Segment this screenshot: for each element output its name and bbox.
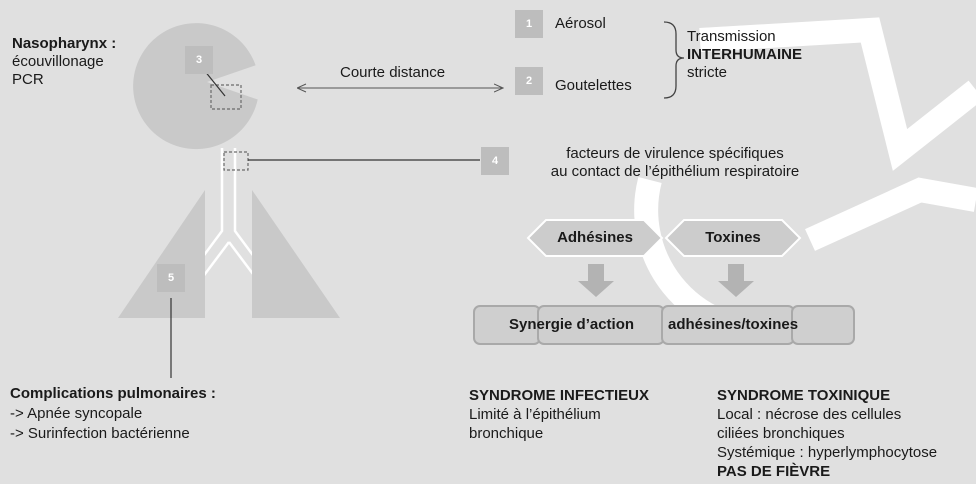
virulence-line-2: au contact de l’épithélium respiratoire — [550, 163, 800, 180]
transmission-brace — [663, 21, 685, 99]
trachea-outline — [194, 148, 263, 279]
transmission-label-line-3: stricte — [687, 64, 728, 81]
right-lung-shape — [252, 190, 340, 318]
toxines-hexagon — [664, 219, 802, 257]
syndrome-infectieux-title: SYNDROME INFECTIEUX — [469, 387, 650, 404]
syndrome-toxinique-title: SYNDROME TOXINIQUE — [717, 387, 891, 404]
nasopharynx-zone-dashed — [210, 84, 242, 110]
synergy-label-left: Synergie d’action — [509, 316, 635, 333]
synergy-label-right: adhésines/toxines — [668, 316, 799, 333]
syndrome-toxinique-line-1: Local : nécrose des cellules — [717, 406, 902, 423]
right-bronchus-inner — [228, 241, 257, 279]
complications-item-1: -> Apnée syncopale — [10, 405, 143, 422]
transmission-label-line-2: INTERHUMAINE — [687, 46, 802, 63]
adhesines-down-arrow — [578, 264, 614, 297]
synergy-pill-edge-right — [791, 305, 855, 345]
nasopharynx-line-2: PCR — [12, 71, 44, 88]
complications-item-2: -> Surinfection bactérienne — [10, 425, 190, 442]
syndrome-toxinique-line-2: ciliées bronchiques — [717, 425, 845, 442]
adhesines-label: Adhésines — [557, 229, 633, 246]
aerosol-label: Aérosol — [555, 15, 606, 32]
synergy-pill-edge-left — [473, 305, 541, 345]
number-badge-4: 4 — [481, 147, 509, 175]
virulence-line-1: facteurs de virulence spécifiques — [566, 145, 784, 162]
watermark-m-strokes — [699, 17, 976, 171]
left-bronchus-inner — [201, 241, 230, 279]
number-badge-5: 5 — [157, 264, 185, 292]
adhesines-hexagon — [526, 219, 664, 257]
nasopharynx-title: Nasopharynx : — [12, 35, 117, 52]
complications-title: Complications pulmonaires : — [10, 385, 216, 402]
toxines-label: Toxines — [705, 229, 761, 246]
trachea-zone-dashed — [223, 151, 249, 171]
syndrome-toxinique-line-4: PAS DE FIÈVRE — [717, 463, 831, 480]
syndrome-infectieux-line-1: Limité à l’épithélium — [469, 406, 601, 423]
syndrome-toxinique-line-3: Systémique : hyperlymphocytose — [717, 444, 938, 461]
left-lung-shape — [118, 190, 205, 318]
goutelettes-label: Goutelettes — [555, 77, 632, 94]
number-badge-2: 2 — [515, 67, 543, 95]
courte-distance-label: Courte distance — [340, 64, 446, 81]
leader-line-3 — [203, 69, 226, 97]
nasopharynx-head-shape — [133, 23, 258, 150]
syndrome-infectieux-line-2: bronchique — [469, 425, 544, 442]
nasopharynx-line-1: écouvillonage — [12, 53, 104, 70]
number-badge-1: 1 — [515, 10, 543, 38]
toxines-down-arrow — [718, 264, 754, 297]
number-badge-3: 3 — [185, 46, 213, 74]
transmission-label-line-1: Transmission — [687, 28, 776, 45]
watermark-m-tail — [805, 177, 976, 251]
